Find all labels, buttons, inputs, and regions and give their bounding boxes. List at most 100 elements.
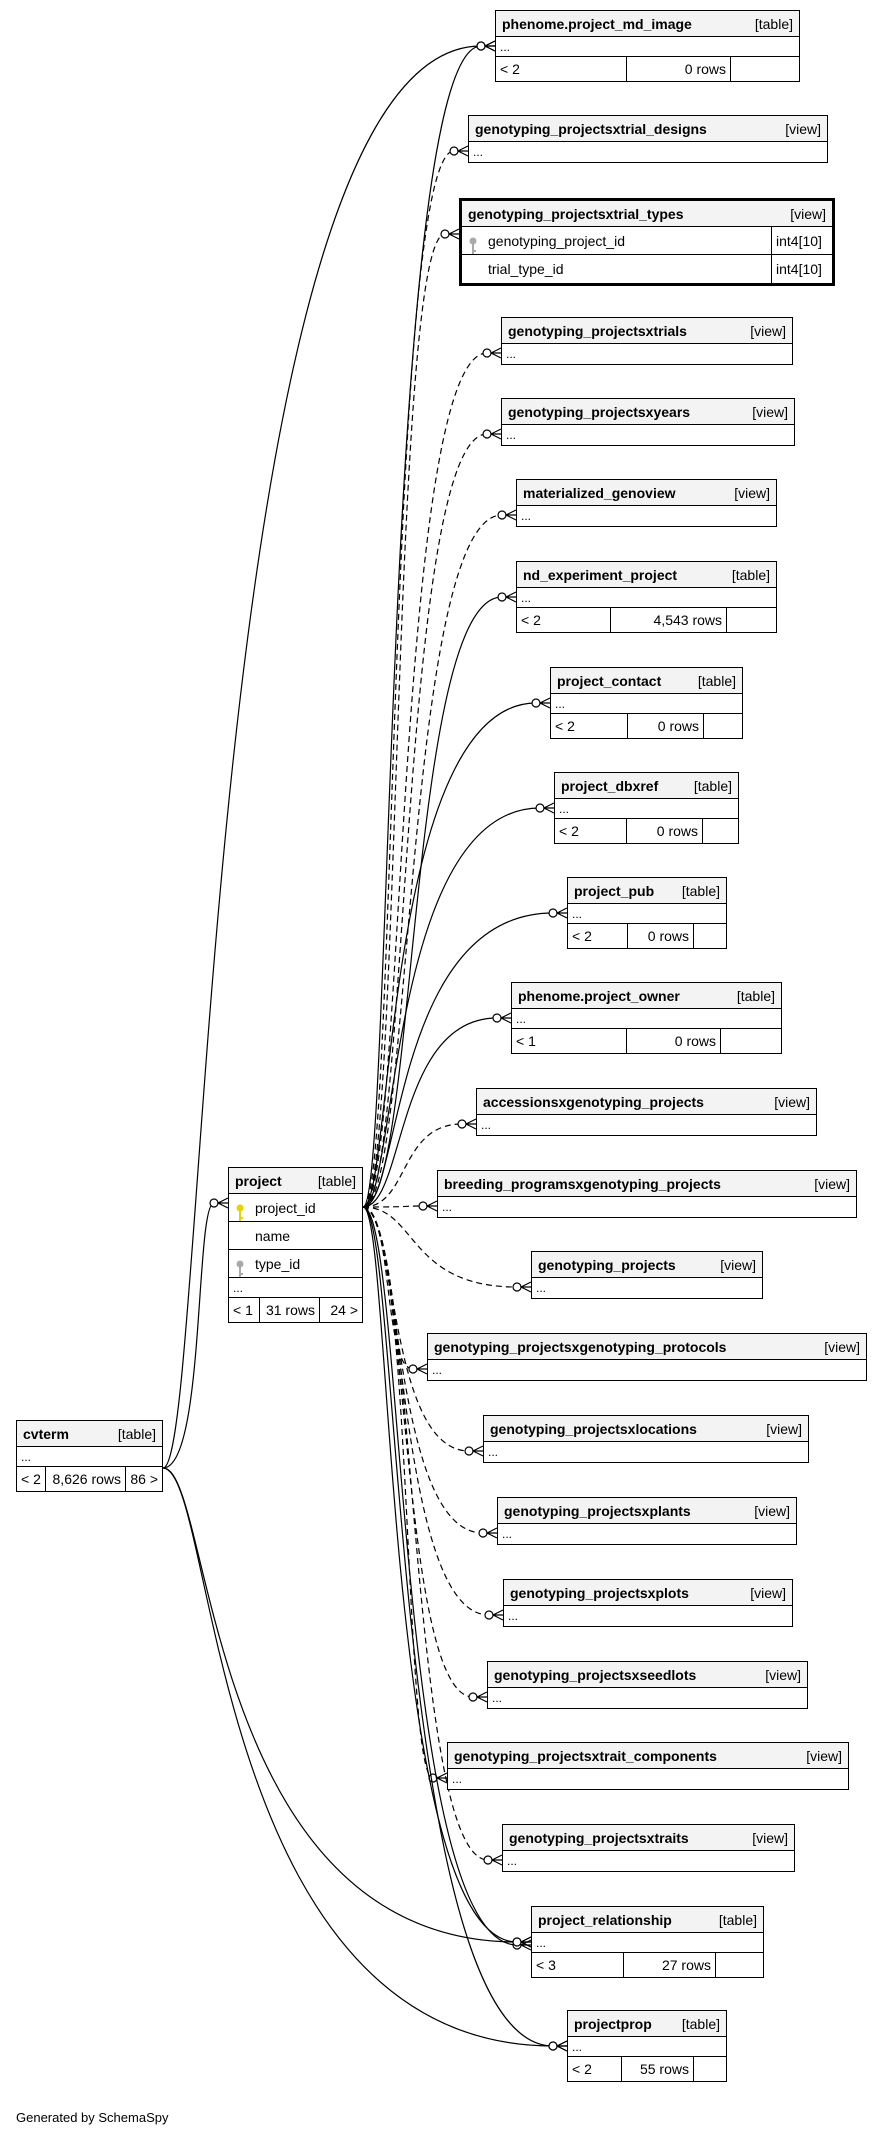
column-row[interactable]: type_id [229, 1250, 362, 1278]
relationship-line [362, 233, 446, 1208]
optional-marker [482, 348, 492, 358]
table-name: genotyping_projectsxyears [508, 403, 691, 420]
table-name: phenome.project_md_image [502, 15, 692, 32]
columns-ellipsis: ... [473, 145, 484, 159]
column-name: name [229, 1228, 362, 1244]
column-type: int4[10] [771, 227, 832, 254]
table-header: project_pub[table] [568, 878, 726, 904]
columns-ellipsis: ... [568, 2037, 726, 2057]
table-project[interactable]: project[table] project_id name type_id .… [228, 1167, 363, 1323]
view-genotyping-projectsxtrials[interactable]: genotyping_projectsxtrials[view] ... [501, 317, 793, 365]
table-header: project_relationship[table] [532, 1907, 763, 1933]
view-genotyping-projects[interactable]: genotyping_projects[view] ... [531, 1251, 763, 1299]
relationship-line [362, 1206, 518, 1943]
table-name: materialized_genoview [523, 484, 676, 501]
parent-count: < 2 [21, 1471, 41, 1487]
columns-ellipsis: ... [229, 1278, 362, 1298]
view-materialized-genoview[interactable]: materialized_genoview[view] ... [516, 479, 777, 527]
table-header: genotyping_projectsxseedlots[view] [488, 1662, 807, 1688]
table-type: [view] [765, 1666, 801, 1683]
table-name: genotyping_projectsxtrial_designs [475, 120, 707, 137]
child-count: 24 > [319, 1298, 362, 1322]
table-name: project_contact [557, 672, 662, 689]
column-row[interactable]: project_id [229, 1194, 362, 1222]
optional-marker [548, 2041, 558, 2051]
table-header: project_dbxref[table] [555, 773, 738, 799]
columns-ellipsis: ... [532, 1933, 763, 1953]
optional-marker [535, 803, 545, 813]
parent-count: < 2 [572, 2061, 592, 2077]
table-name: projectprop [574, 2015, 652, 2032]
table-header: genotyping_projectsxlocations[view] [484, 1416, 808, 1442]
view-genotyping-projectsxtrait-components[interactable]: genotyping_projectsxtrait_components[vie… [447, 1742, 849, 1790]
table-type: [view] [774, 1093, 810, 1110]
table-name: genotyping_projectsxlocations [490, 1420, 697, 1437]
columns-ellipsis: ... [507, 1854, 518, 1868]
view-genotyping-projectsxtrial-types[interactable]: genotyping_projectsxtrial_types[view] ge… [459, 198, 835, 286]
table-name: project_pub [574, 882, 655, 899]
table-type: [view] [790, 205, 826, 222]
relationship-line [362, 1206, 414, 1370]
table-type: [table] [731, 566, 770, 583]
optional-marker [457, 1119, 467, 1129]
view-genotyping-projectsxseedlots[interactable]: genotyping_projectsxseedlots[view] ... [487, 1661, 808, 1709]
view-genotyping-projectsxplants[interactable]: genotyping_projectsxplants[view] ... [497, 1497, 797, 1545]
table-type: [view] [754, 1502, 790, 1519]
optional-marker [497, 592, 507, 602]
relationship-line [362, 912, 554, 1208]
table-header: projectprop[table] [568, 2011, 726, 2037]
view-breeding-programsxgenotyping-projects[interactable]: breeding_programsxgenotyping_projects[vi… [437, 1170, 857, 1218]
columns-ellipsis: ... [452, 1772, 463, 1786]
view-genotyping-projectsxtraits[interactable]: genotyping_projectsxtraits[view] ... [502, 1824, 795, 1872]
view-genotyping-projectsxyears[interactable]: genotyping_projectsxyears[view] ... [501, 398, 795, 446]
view-genotyping-projectsxgenotyping-protocols[interactable]: genotyping_projectsxgenotyping_protocols… [427, 1333, 867, 1381]
column-label: trial_type_id [488, 261, 564, 277]
column-row[interactable]: name [229, 1222, 362, 1250]
view-genotyping-projectsxlocations[interactable]: genotyping_projectsxlocations[view] ... [483, 1415, 809, 1463]
child-count [726, 608, 776, 632]
crows-foot-marker [505, 591, 517, 603]
view-genotyping-projectsxplots[interactable]: genotyping_projectsxplots[view] ... [503, 1579, 793, 1627]
table-name: project_relationship [538, 1911, 672, 1928]
column-label: type_id [255, 1255, 301, 1272]
columns-ellipsis: ... [506, 347, 517, 361]
relationship-line [362, 1206, 434, 1779]
table-type: [view] [720, 1256, 756, 1273]
optional-marker [449, 146, 459, 156]
optional-marker [492, 1013, 502, 1023]
crows-foot-marker [520, 1936, 532, 1948]
relationship-line [362, 1206, 490, 1616]
optional-marker [548, 908, 558, 918]
relationship-line [362, 1205, 424, 1208]
columns-ellipsis: ... [506, 428, 517, 442]
view-accessionsxgenotyping-projects[interactable]: accessionsxgenotyping_projects[view] ... [476, 1088, 817, 1136]
optional-marker [512, 1282, 522, 1292]
table-name: cvterm [23, 1425, 69, 1442]
table-header: breeding_programsxgenotyping_projects[vi… [438, 1171, 856, 1197]
table-type: [table] [693, 777, 732, 794]
relationship-line [362, 352, 488, 1208]
relationship-line [362, 1206, 474, 1698]
parent-count: < 1 [516, 1033, 536, 1049]
crows-foot-marker [520, 1939, 532, 1951]
parent-count: < 2 [572, 928, 592, 944]
crows-foot-marker [426, 1200, 438, 1212]
table-type: [view] [750, 1584, 786, 1601]
table-name: genotyping_projects [538, 1256, 676, 1273]
crows-foot-marker [500, 1012, 512, 1024]
view-genotyping-projectsxtrial-designs[interactable]: genotyping_projectsxtrial_designs[view] … [468, 115, 828, 163]
